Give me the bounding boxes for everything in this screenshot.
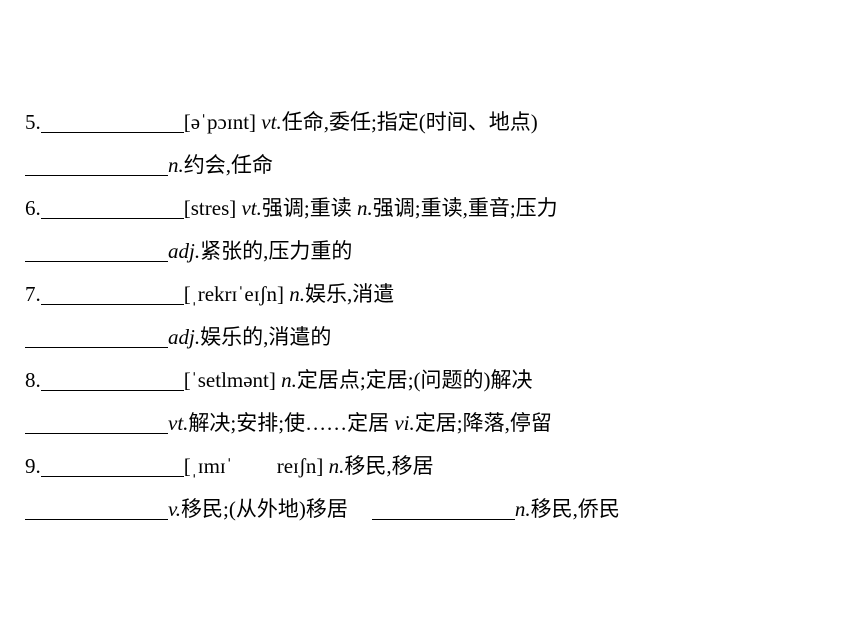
item-5-line: 5. [əˈpɔɪnt] vt.任命,委任;指定(时间、地点) [25,104,845,147]
part-of-speech: n. [356,196,373,220]
part-of-speech: vi. [394,411,415,435]
item-number: 7. [25,282,41,306]
answer-blank[interactable] [40,278,184,305]
answer-blank[interactable] [40,192,184,219]
part-of-speech: adj. [168,325,201,349]
item-8-derived-line: vt.解决;安排;使……定居 vi.定居;降落,停留 [25,405,845,448]
part-of-speech: vt. [168,411,189,435]
answer-blank[interactable] [40,106,184,133]
definition: 移民;(从外地)移居 [181,497,348,521]
phonetic: [ˈsetlmənt] [183,368,276,392]
answer-blank[interactable] [40,450,184,477]
definition: 娱乐,消遣 [305,282,395,306]
definition: 强调;重读,重音;压力 [372,196,558,220]
phonetic-part-1: [ˌɪmɪˈ [183,454,233,478]
part-of-speech: n. [328,454,345,478]
part-of-speech: vt. [241,196,262,220]
definition: 强调;重读 [261,196,352,220]
answer-blank[interactable] [25,149,168,176]
answer-blank[interactable] [25,235,168,262]
part-of-speech: n. [168,153,184,177]
answer-blank[interactable] [25,321,168,348]
phonetic: [əˈpɔɪnt] [183,110,257,134]
definition: 解决;安排;使……定居 [188,411,390,435]
item-9-line: 9. [ˌɪmɪˈ reɪʃn] n.移民,移居 [25,448,845,491]
item-6-derived-line: adj.紧张的,压力重的 [25,233,845,276]
part-of-speech: n. [514,497,531,521]
part-of-speech: n. [289,282,306,306]
definition: 定居点;定居;(问题的)解决 [296,368,533,392]
vocabulary-exercise: 5.[əˈpɔɪnt] vt.任命,委任;指定(时间、地点) n.约会,任命 6… [25,104,845,534]
definition: 移民,移居 [344,454,434,478]
item-5-derived-line: n.约会,任命 [25,147,845,190]
part-of-speech: n. [281,368,297,392]
definition: 定居;降落,停留 [414,411,552,435]
part-of-speech: vt. [261,110,282,134]
item-number: 8. [25,368,41,392]
phonetic: [ˌrekrɪˈeɪʃn] [183,282,285,306]
item-6-line: 6. [stres] vt.强调;重读 n.强调;重读,重音;压力 [25,190,845,233]
item-number: 9. [25,454,41,478]
item-7-line: 7. [ˌrekrɪˈeɪʃn] n.娱乐,消遣 [25,276,845,319]
definition: 娱乐的,消遣的 [200,325,332,349]
item-7-derived-line: adj.娱乐的,消遣的 [25,319,845,362]
part-of-speech: adj. [168,239,201,263]
part-of-speech: v. [168,497,182,521]
item-number: 6. [25,196,41,220]
definition: 约会,任命 [183,153,273,177]
phonetic: [stres] [183,196,237,220]
definition: 任命,委任;指定(时间、地点) [281,110,538,134]
item-number: 5. [25,110,41,134]
answer-blank[interactable] [40,364,184,391]
item-9-derived-line: v.移民;(从外地)移居 n.移民,侨民 [25,491,845,534]
phonetic-part-2: reɪʃn] [276,454,324,478]
definition: 紧张的,压力重的 [200,239,353,263]
item-8-line: 8. [ˈsetlmənt] n.定居点;定居;(问题的)解决 [25,362,845,405]
definition: 移民,侨民 [530,497,620,521]
answer-blank[interactable] [371,493,515,520]
answer-blank[interactable] [25,493,168,520]
answer-blank[interactable] [25,407,168,434]
